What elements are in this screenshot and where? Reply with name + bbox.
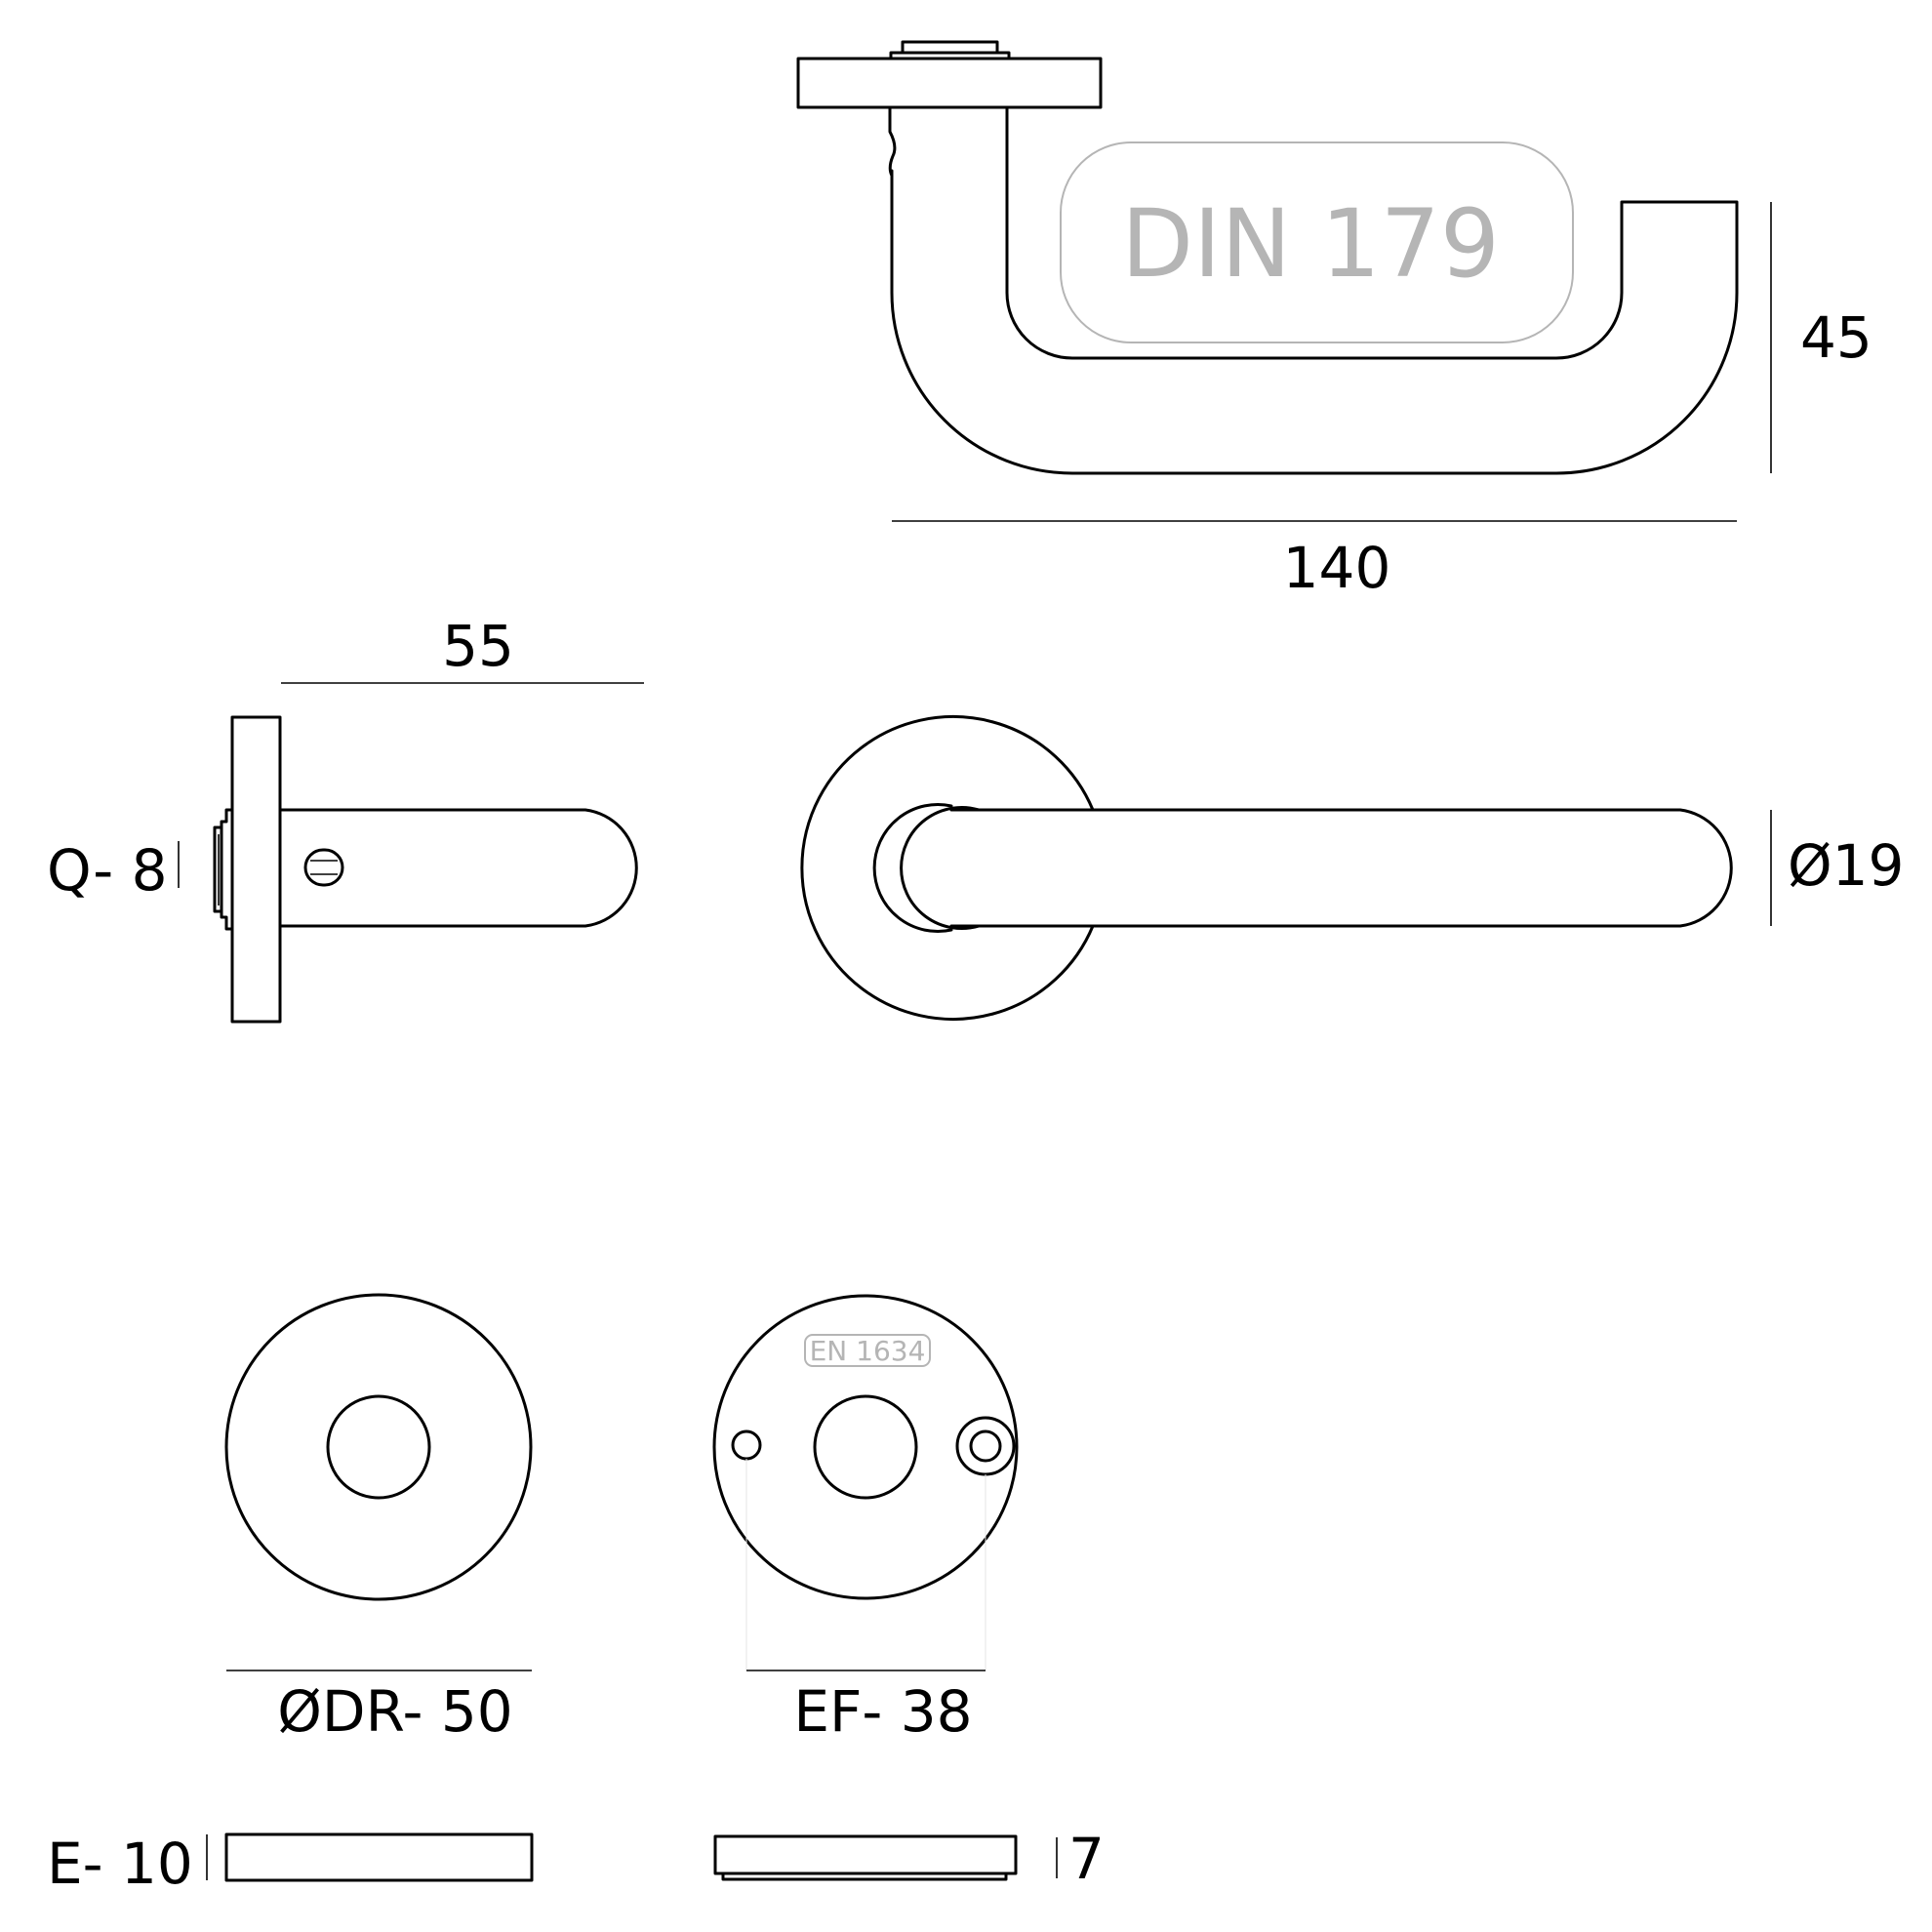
dim-square-spindle: Q- 8 [47,837,180,904]
dim-projection-label: 55 [442,613,514,679]
top-rose-plate [796,57,1103,109]
top-break-line [888,105,897,178]
front-rose-circle [800,715,1095,1021]
escutcheon-profile [713,1834,1018,1881]
dim-rose-diameter: ØDR- 50 [226,1670,532,1745]
front-lever-hub [900,806,981,930]
escutcheon-outer-circle [712,1294,1019,1600]
top-spindle-detail [889,40,1011,60]
side-view [213,715,638,1024]
dim-rose-thickness-label: E- 10 [47,1831,193,1897]
side-spindle-ridges [213,808,234,931]
escutcheon-profile-rect [713,1834,1018,1875]
dim-grip-diameter-label: Ø19 [1788,832,1904,899]
side-rose-plate [230,715,282,1024]
rose-outer-circle [224,1293,533,1601]
en-mark-frame [804,1334,931,1367]
side-lever-shaft [278,808,638,928]
rose-inner-circle [326,1394,431,1500]
escutcheon-inner-circle [813,1394,918,1500]
escutcheon-screw-hole-left [731,1429,762,1461]
rose-profile [224,1832,534,1882]
dim-handle-height-label: 45 [1800,304,1872,371]
dim-escutcheon-thickness-label: 7 [1068,1826,1105,1892]
escutcheon-screw-hole-right-inner [969,1429,1002,1463]
dim-projection: 55 [281,613,644,684]
rose-front-view [224,1293,533,1601]
front-lever-hub-inner [872,803,953,933]
escutcheon-profile-lip [721,1872,1008,1881]
top-lever-outline [890,105,1739,475]
dim-handle-length-label: 140 [1283,535,1391,601]
escutcheon-screw-hole-right-outer [955,1416,1016,1476]
dim-rose-thickness: E- 10 [47,1831,208,1897]
dim-rose-diameter-label: ØDR- 50 [277,1678,512,1745]
dim-grip-diameter: Ø19 [1770,810,1904,926]
rose-profile-rect [224,1832,534,1882]
din-mark-text: DIN 179 [1121,189,1500,299]
side-grub-screw [303,848,344,887]
dim-handle-length: 140 [892,520,1737,601]
dim-handle-height: 45 [1770,202,1872,473]
en-mark-text: EN 1634 [810,1335,926,1367]
front-lever-outline [949,808,1733,928]
din-mark-frame [1060,141,1574,343]
top-view: DIN 179 [796,40,1739,475]
dim-square-spindle-label: Q- 8 [47,837,168,904]
dim-escutcheon-thickness: 7 [1056,1826,1105,1892]
dim-fixing-distance: EF- 38 [746,1670,986,1745]
escutcheon-front-view: EN 1634 [712,1294,1019,1670]
front-view [800,715,1733,1021]
dim-fixing-distance-label: EF- 38 [793,1678,972,1745]
